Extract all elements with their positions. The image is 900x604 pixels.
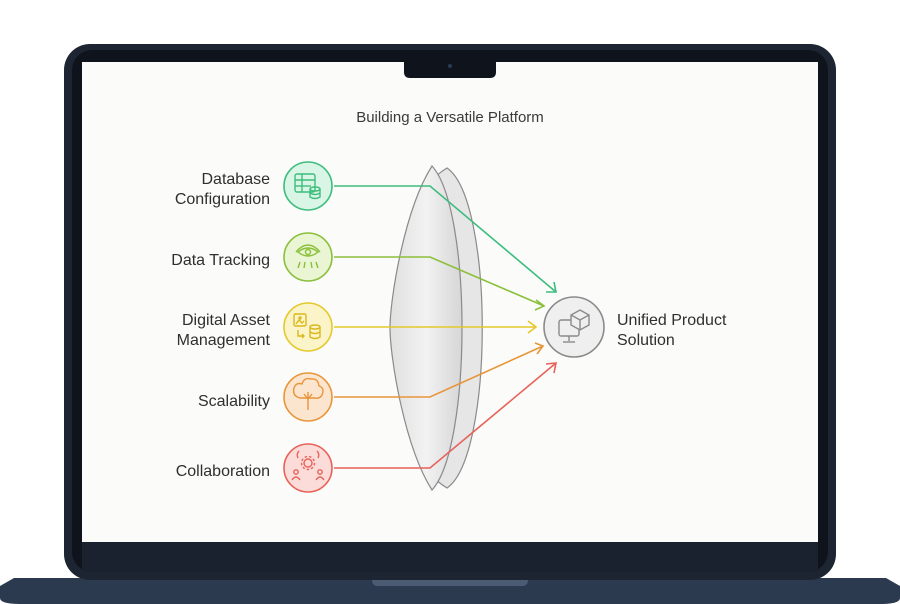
connector-asset [334,320,538,334]
node-digital-asset-management [283,302,333,352]
eye-tracking-icon [295,244,321,269]
tree-growth-icon [292,377,324,410]
connector-database [334,185,557,293]
label-unified-product-solution: Unified Product Solution [617,312,727,349]
bezel-bottom [82,542,818,572]
label-database-configuration: Database Configuration [174,171,270,208]
diagram-title: Building a Versatile Platform [356,109,544,126]
database-table-icon [294,173,321,200]
node-collaboration [283,443,333,493]
monitor-cube-icon [558,309,590,343]
label-scalability: Scalability [197,393,270,410]
label-data-tracking: Data Tracking [171,252,270,269]
camera-notch [404,60,496,78]
node-unified-product-solution [543,296,605,358]
laptop-base [0,578,900,604]
connector-collaboration [334,362,557,469]
connector-scalability [334,342,545,398]
node-data-tracking [283,232,333,282]
lens-shape [389,165,483,491]
team-gear-icon [291,450,325,481]
node-scalability [283,372,333,422]
connector-tracking [334,256,546,311]
asset-database-icon [293,313,321,340]
camera-icon [448,64,452,68]
node-database-configuration [283,161,333,211]
label-digital-asset-management: Digital Asset Management [176,312,270,349]
label-collaboration: Collaboration [175,463,270,480]
